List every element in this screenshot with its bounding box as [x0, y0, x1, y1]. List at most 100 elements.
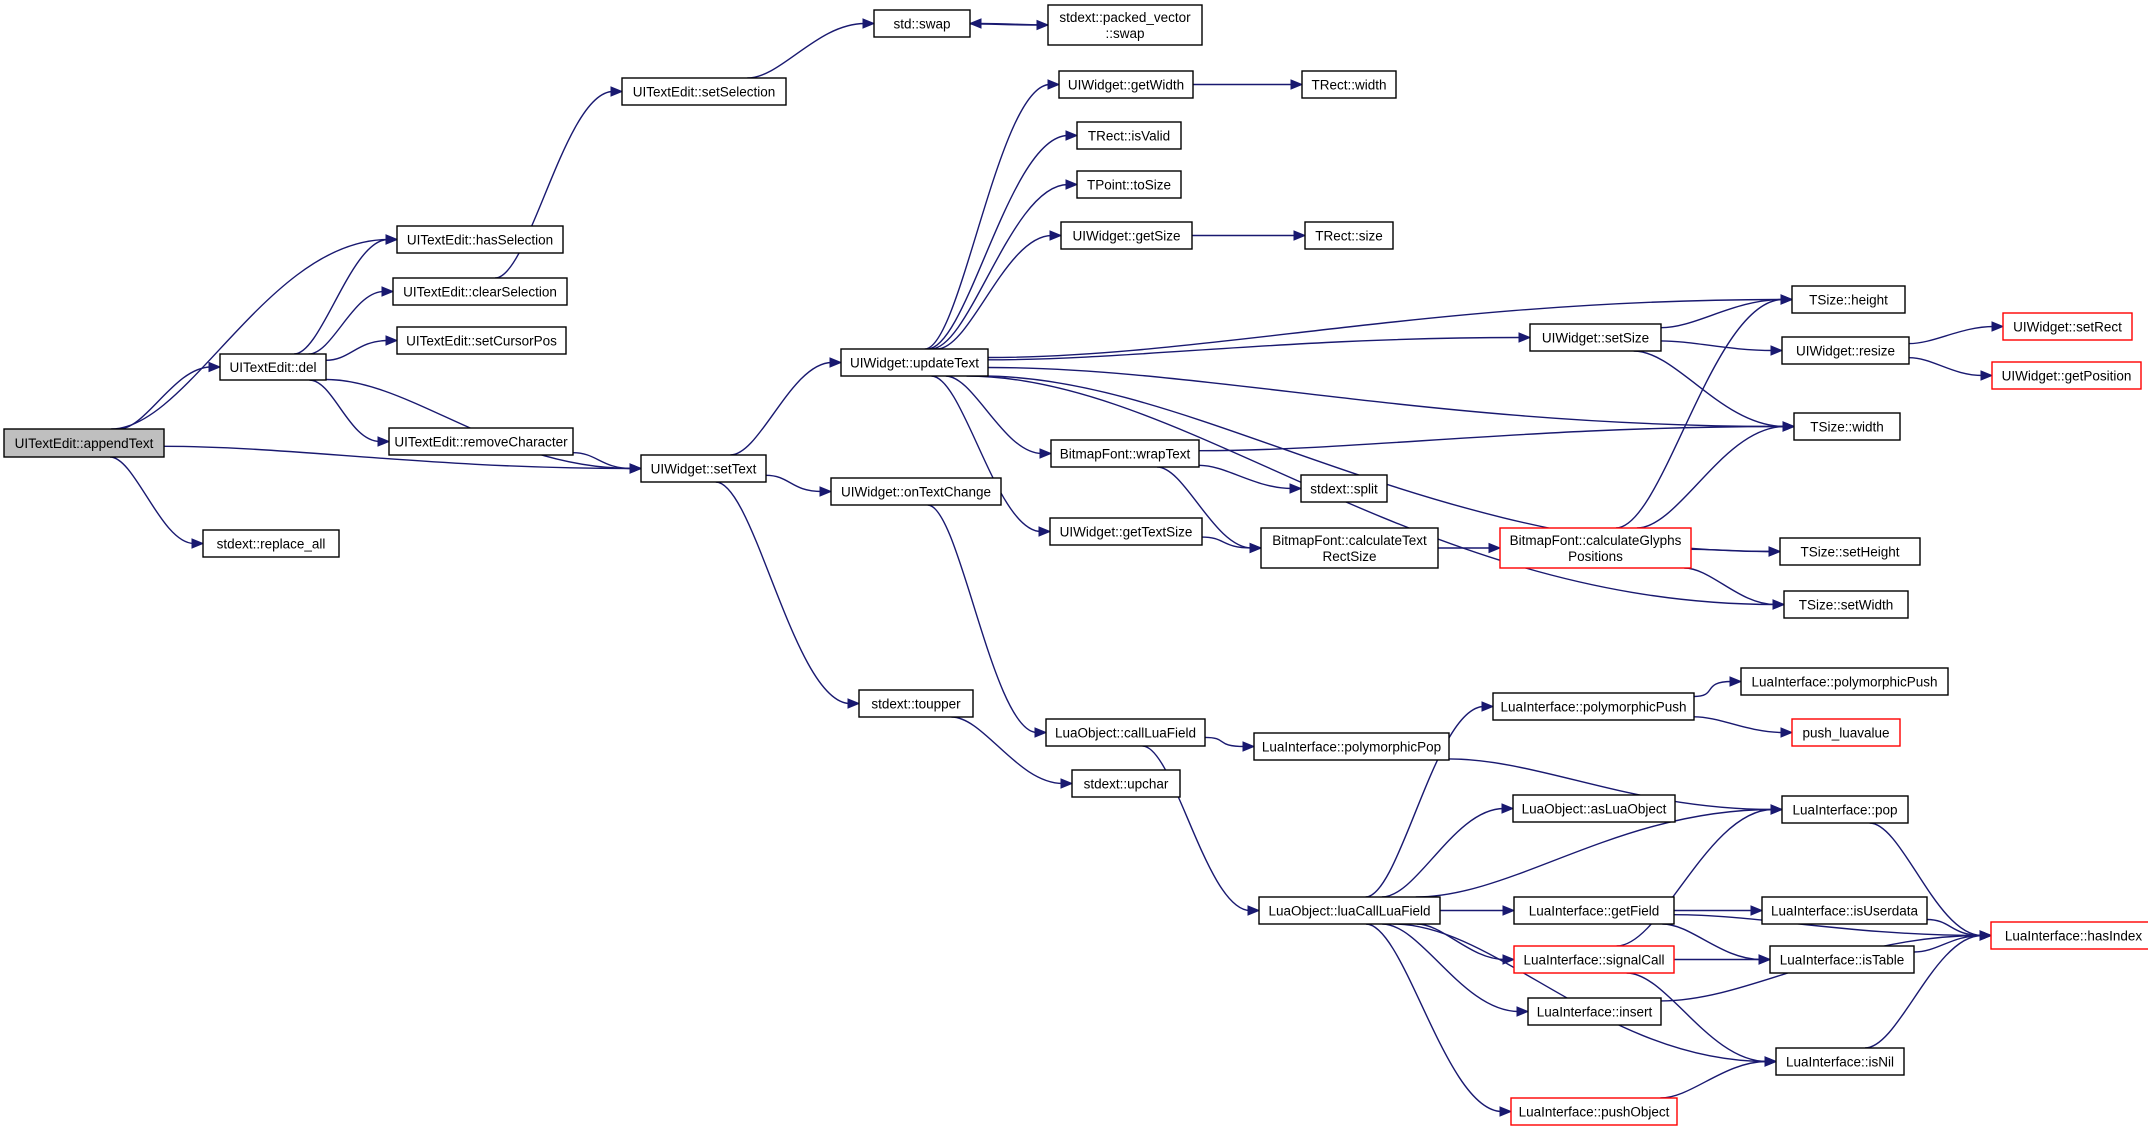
edge-set-size-to-ts-width	[1633, 350, 1786, 428]
node-is-table[interactable]: LuaInterface::isTable	[1769, 945, 1915, 974]
node-is-valid[interactable]: TRect::isValid	[1076, 121, 1182, 150]
edge-calc-glyphs-to-ts-width	[1636, 425, 1786, 529]
edge-update-text-to-ts-height	[987, 298, 1784, 359]
node-std-swap[interactable]: std::swap	[873, 9, 971, 38]
edge-append-text-to-replace-all	[109, 456, 195, 545]
node-poly-pop[interactable]: LuaInterface::polymorphicPop	[1253, 732, 1450, 761]
node-call-lua-field[interactable]: LuaObject::callLuaField	[1045, 718, 1206, 747]
node-box	[1045, 718, 1206, 747]
node-box	[640, 454, 767, 483]
edge-arrowhead	[1047, 79, 1061, 90]
edge-arrowhead	[1768, 546, 1782, 557]
node-is-userdata[interactable]: LuaInterface::isUserdata	[1761, 896, 1928, 925]
node-rect-width[interactable]: TRect::width	[1301, 70, 1397, 99]
node-label: UIWidget::resize	[1796, 344, 1895, 359]
edge-arrowhead	[1991, 321, 2005, 332]
node-set-size[interactable]: UIWidget::setSize	[1529, 323, 1662, 352]
node-label: UITextEdit::clearSelection	[403, 285, 557, 300]
node-toupper[interactable]: stdext::toupper	[858, 689, 974, 718]
node-split[interactable]: stdext::split	[1300, 474, 1388, 503]
edge-update-text-to-set-size	[987, 336, 1522, 361]
node-wrap-text[interactable]: BitmapFont::wrapText	[1050, 439, 1200, 468]
edge-set-selection-to-std-swap	[747, 22, 866, 79]
node-replace-all[interactable]: stdext::replace_all	[202, 529, 340, 558]
edge-arrowhead	[381, 286, 395, 297]
edge-wrap-text-to-split	[1198, 464, 1293, 490]
node-is-nil[interactable]: LuaInterface::isNil	[1775, 1047, 1905, 1076]
node-set-height[interactable]: TSize::setHeight	[1779, 537, 1921, 566]
node-get-width[interactable]: UIWidget::getWidth	[1058, 70, 1194, 99]
edge-arrowhead	[1065, 130, 1079, 141]
node-box	[1740, 667, 1949, 696]
node-get-text-size[interactable]: UIWidget::getTextSize	[1049, 517, 1203, 546]
node-set-width[interactable]: TSize::setWidth	[1783, 590, 1909, 619]
edge-append-text-to-set-text	[163, 445, 633, 470]
node-pop[interactable]: LuaInterface::pop	[1781, 795, 1909, 824]
edge-arrowhead	[1290, 79, 1304, 90]
node-rect-size[interactable]: TRect::size	[1304, 221, 1394, 250]
node-as-lua-object[interactable]: LuaObject::asLuaObject	[1512, 794, 1676, 823]
edge-lua-call-lua-field-to-is-nil	[1393, 923, 1768, 1063]
node-box	[1049, 517, 1203, 546]
node-label: Positions	[1568, 549, 1623, 564]
node-lua-call-lua-field[interactable]: LuaObject::luaCallLuaField	[1258, 896, 1441, 925]
node-box	[396, 326, 567, 355]
node-resize[interactable]: UIWidget::resize	[1781, 336, 1910, 365]
node-label: ::swap	[1105, 26, 1144, 41]
edge-arrowhead	[1518, 332, 1532, 343]
node-label: TPoint::toSize	[1087, 178, 1171, 193]
node-upchar[interactable]: stdext::upchar	[1071, 769, 1181, 798]
node-poly-push2[interactable]: LuaInterface::polymorphicPush	[1740, 667, 1949, 696]
node-box	[1076, 121, 1182, 150]
node-push-luavalue[interactable]: push_luavalue	[1791, 718, 1901, 747]
node-poly-push[interactable]: LuaInterface::polymorphicPush	[1492, 692, 1695, 721]
edge-del-to-set-text	[325, 378, 633, 470]
node-box	[1258, 896, 1441, 925]
edge-set-text-to-update-text	[730, 361, 833, 456]
node-get-size[interactable]: UIWidget::getSize	[1060, 221, 1193, 250]
edge-get-field-to-has-index	[1673, 914, 1983, 937]
edge-layer	[109, 18, 2005, 1117]
node-label: UITextEdit::hasSelection	[407, 233, 553, 248]
edge-toupper-to-upchar	[951, 716, 1064, 785]
edge-arrowhead	[1289, 483, 1303, 494]
node-signal-call[interactable]: LuaInterface::signalCall	[1513, 945, 1675, 974]
node-append-text[interactable]: UITextEdit::appendText	[3, 428, 165, 458]
node-label: LuaInterface::insert	[1537, 1005, 1653, 1020]
node-box	[1492, 692, 1695, 721]
node-set-rect[interactable]: UIWidget::setRect	[2002, 312, 2133, 341]
node-insert[interactable]: LuaInterface::insert	[1527, 997, 1662, 1026]
node-update-text[interactable]: UIWidget::updateText	[840, 348, 989, 377]
edge-arrowhead	[847, 698, 861, 709]
node-set-cursor-pos[interactable]: UITextEdit::setCursorPos	[396, 326, 567, 355]
node-box	[1060, 221, 1193, 250]
node-ts-width[interactable]: TSize::width	[1793, 412, 1901, 441]
node-label: push_luavalue	[1802, 726, 1889, 741]
node-to-size[interactable]: TPoint::toSize	[1076, 170, 1182, 199]
node-get-field[interactable]: LuaInterface::getField	[1513, 896, 1675, 925]
edge-pop-to-has-index	[1869, 822, 1983, 937]
edge-arrowhead	[1772, 599, 1786, 610]
node-on-text-change[interactable]: UIWidget::onTextChange	[830, 477, 1002, 506]
node-has-selection[interactable]: UITextEdit::hasSelection	[396, 225, 564, 254]
node-set-selection[interactable]: UITextEdit::setSelection	[621, 77, 787, 106]
node-box	[840, 348, 989, 377]
node-del[interactable]: UITextEdit::del	[219, 353, 327, 381]
node-has-index[interactable]: LuaInterface::hasIndex	[1990, 921, 2148, 950]
node-ts-height[interactable]: TSize::height	[1791, 285, 1906, 314]
edge-lua-call-lua-field-to-as-lua-object	[1381, 807, 1505, 898]
node-box	[202, 529, 340, 558]
node-remove-character[interactable]: UITextEdit::removeCharacter	[388, 427, 574, 456]
node-pv-swap[interactable]: stdext::packed_vector::swap	[1047, 4, 1203, 46]
edge-arrowhead	[1501, 803, 1515, 814]
edge-arrowhead	[1242, 741, 1256, 752]
edge-get-field-to-is-table	[1662, 923, 1762, 961]
node-push-object[interactable]: LuaInterface::pushObject	[1510, 1097, 1678, 1126]
node-get-position[interactable]: UIWidget::getPosition	[1991, 361, 2142, 390]
edge-set-size-to-resize	[1660, 340, 1774, 352]
node-set-text[interactable]: UIWidget::setText	[640, 454, 767, 483]
node-clear-selection[interactable]: UITextEdit::clearSelection	[392, 277, 568, 306]
